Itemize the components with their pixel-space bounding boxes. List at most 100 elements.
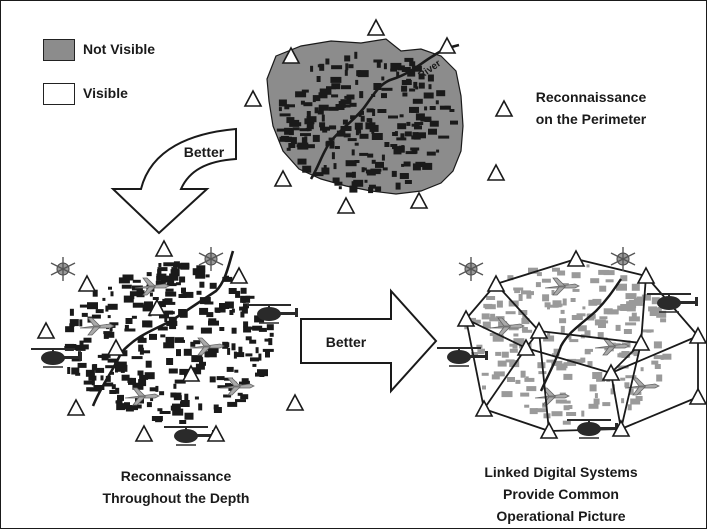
building-block (603, 320, 609, 324)
building-block (231, 308, 235, 313)
data-link-line (620, 396, 699, 430)
building-block (640, 367, 644, 372)
building-block (165, 336, 175, 343)
building-block (435, 100, 439, 105)
building-block (436, 149, 440, 153)
sensor-triangle-icon (207, 425, 225, 442)
building-block (535, 408, 547, 413)
building-block (245, 353, 253, 357)
building-block (345, 63, 349, 71)
building-block (326, 87, 332, 95)
sensor-triangle-icon (244, 90, 262, 107)
building-block (200, 327, 212, 334)
building-block (296, 144, 306, 148)
building-block (124, 328, 136, 332)
building-block (252, 363, 257, 367)
building-block (340, 99, 352, 105)
building-block (295, 91, 307, 98)
building-block (629, 351, 637, 355)
building-block (123, 295, 134, 303)
building-block (300, 133, 311, 137)
building-block (173, 392, 182, 398)
building-block (395, 182, 401, 190)
building-block (169, 273, 177, 281)
building-block (507, 275, 514, 281)
building-block (358, 113, 362, 117)
building-block (594, 393, 598, 399)
building-block (158, 270, 162, 276)
building-block (179, 276, 186, 283)
building-block (576, 313, 586, 317)
sensor-triangle-icon (367, 19, 385, 36)
building-block (496, 300, 503, 308)
building-block (412, 163, 421, 171)
legend-label-not-visible: Not Visible (83, 41, 156, 57)
building-block (331, 94, 339, 98)
building-block (656, 374, 663, 382)
curved-better-arrow (110, 127, 237, 235)
building-block (344, 95, 354, 99)
building-block (124, 324, 129, 330)
building-block (630, 398, 641, 405)
building-block (566, 412, 577, 416)
building-block (91, 314, 101, 319)
building-block (390, 68, 398, 72)
building-block (411, 65, 422, 72)
building-block (520, 392, 530, 397)
building-block (215, 309, 221, 313)
building-block (368, 184, 376, 189)
bottom-left-caption: Reconnaissance Throughout the Depth (61, 465, 291, 509)
building-block (240, 287, 247, 294)
building-block (438, 135, 450, 139)
data-link-line (483, 347, 527, 410)
straight-arrow-label: Better (325, 334, 367, 350)
building-block (264, 338, 271, 342)
building-block (224, 301, 234, 309)
building-block (195, 271, 206, 279)
building-block (354, 51, 358, 59)
curved-arrow-label: Better (183, 144, 225, 160)
building-block (589, 384, 597, 392)
building-block (300, 100, 305, 105)
building-block (317, 110, 324, 115)
data-link-line (610, 335, 699, 374)
building-block (335, 104, 345, 110)
building-block (159, 314, 169, 319)
building-block (208, 318, 217, 322)
building-block (145, 360, 152, 368)
building-block (110, 371, 114, 375)
data-link-line (525, 347, 612, 374)
building-block (149, 333, 157, 340)
building-block (235, 290, 241, 298)
building-block (373, 83, 382, 90)
building-block (571, 272, 581, 279)
building-block (560, 325, 565, 333)
building-block (396, 71, 400, 78)
building-block (319, 122, 326, 128)
building-block (137, 337, 147, 343)
building-block (397, 123, 407, 130)
building-block (91, 364, 97, 371)
building-block (278, 107, 282, 112)
sensor-triangle-icon (274, 170, 292, 187)
building-block (409, 106, 419, 113)
building-block (174, 337, 184, 343)
building-block (501, 351, 509, 358)
building-block (216, 376, 225, 381)
building-block (284, 104, 290, 110)
building-block (404, 180, 412, 184)
building-block (542, 294, 550, 302)
building-block (174, 379, 186, 384)
building-block (334, 146, 340, 149)
building-block (330, 76, 342, 83)
building-block (518, 294, 523, 301)
building-block (469, 317, 476, 322)
building-block (396, 137, 407, 141)
building-block (228, 288, 237, 294)
building-block (170, 269, 180, 277)
building-block (586, 264, 590, 268)
building-block (414, 122, 424, 125)
legend-swatch-visible (43, 83, 75, 105)
